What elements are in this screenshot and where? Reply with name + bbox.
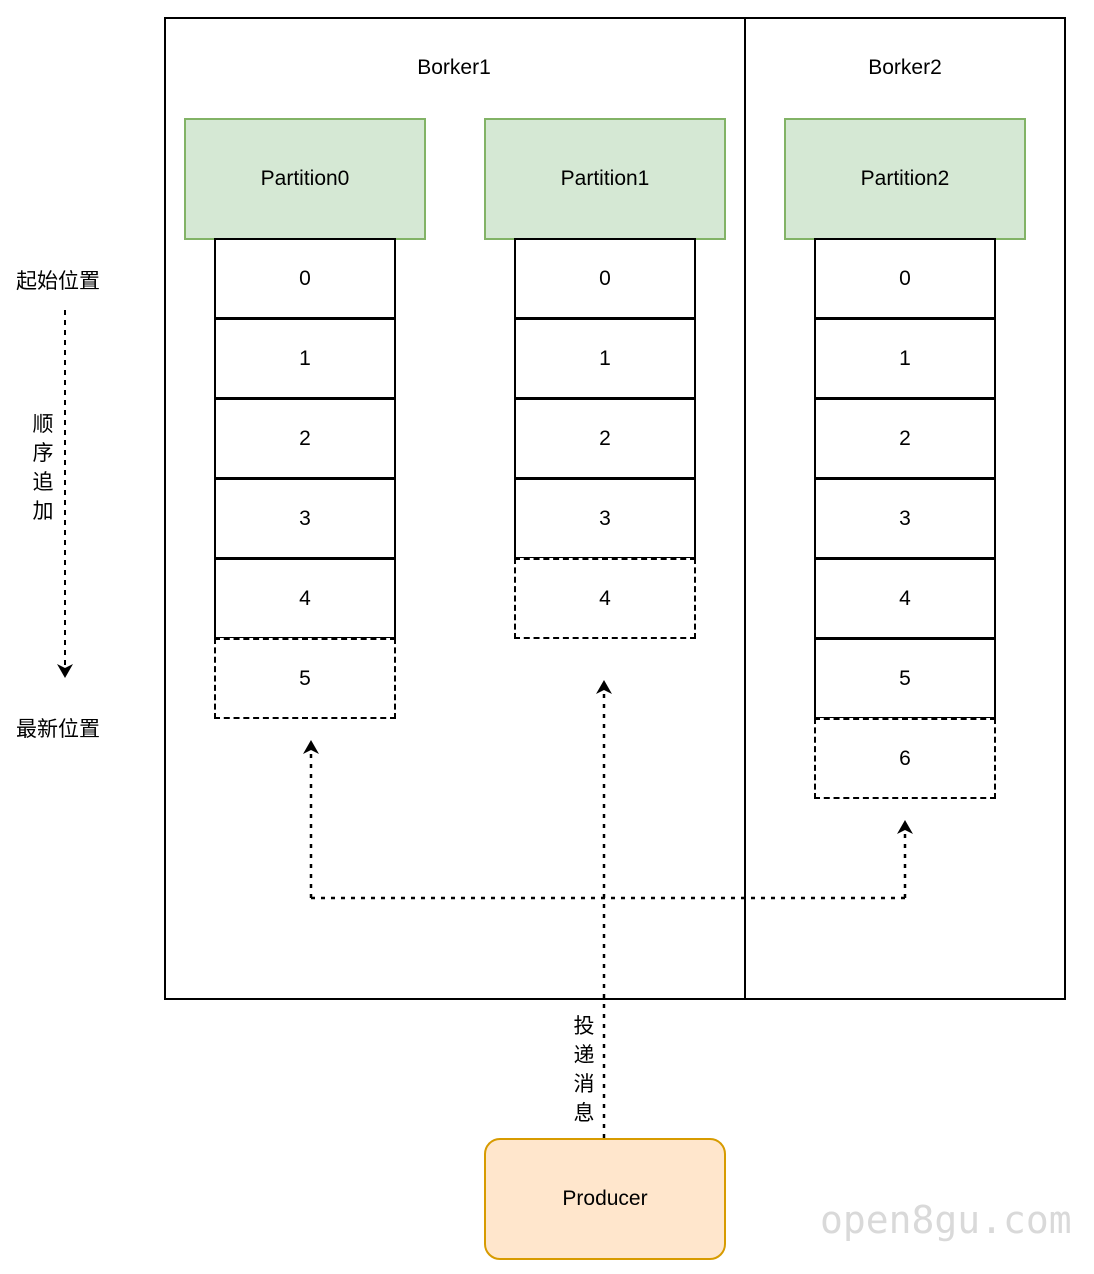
offset-cell: 1 — [814, 318, 996, 399]
offset-cell: 2 — [214, 398, 396, 479]
offset-cell: 4 — [214, 558, 396, 639]
partition0-header: Partition0 — [184, 118, 426, 240]
deliver-message-label: 投递消息 — [572, 1012, 596, 1128]
broker1-title: Borker1 — [417, 56, 491, 79]
latest-position-label: 最新位置 — [16, 717, 100, 741]
partition1-header: Partition1 — [484, 118, 726, 240]
partition2-header: Partition2 — [784, 118, 1026, 240]
append-direction-arrowhead — [57, 664, 73, 678]
start-position-label: 起始位置 — [16, 269, 100, 293]
broker2-title: Borker2 — [868, 56, 942, 79]
offset-cell: 1 — [214, 318, 396, 399]
partition0-arrowhead — [303, 740, 319, 754]
pending-offset-cell: 5 — [214, 638, 396, 719]
pending-offset-cell: 4 — [514, 558, 696, 639]
pending-offset-cell: 6 — [814, 718, 996, 799]
partition1-arrowhead — [596, 680, 612, 694]
broker-divider — [744, 17, 746, 1000]
sequential-append-label: 顺序追加 — [32, 412, 54, 523]
brokers-container — [164, 17, 1066, 1000]
offset-cell: 0 — [514, 238, 696, 319]
producer-box: Producer — [484, 1138, 726, 1260]
offset-cell: 0 — [214, 238, 396, 319]
watermark: open8gu.com — [820, 1198, 1072, 1242]
offset-cell: 4 — [814, 558, 996, 639]
partition2-arrowhead — [897, 820, 913, 834]
